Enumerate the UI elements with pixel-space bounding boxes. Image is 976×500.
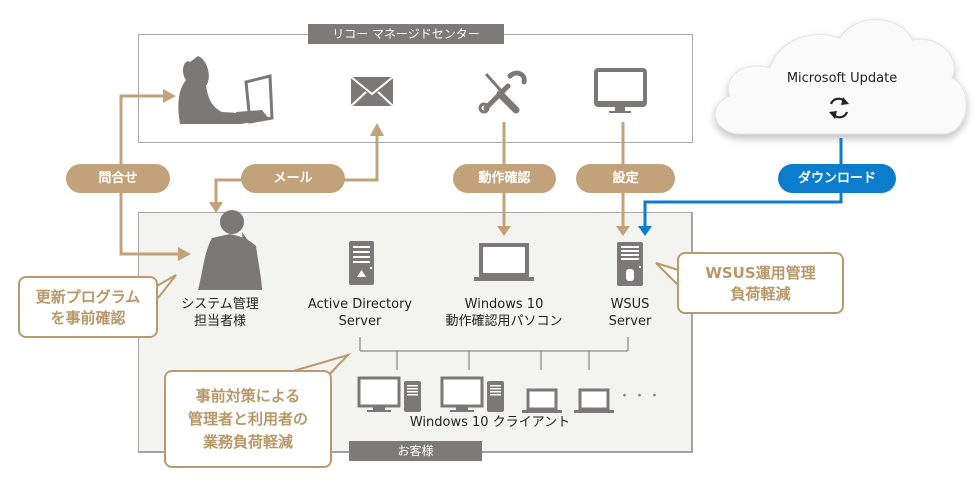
reduce-callout-line1: 事前対策による	[195, 387, 301, 405]
download-arrow-head	[638, 226, 652, 236]
wsus-callout-line2: 負荷軽減	[730, 285, 791, 303]
wsus-label: WSUS Server	[590, 296, 670, 330]
operator-icon	[178, 56, 274, 124]
reduce-callout-line3: 業務負荷軽減	[202, 433, 293, 451]
client-desktop-icon-2	[440, 376, 504, 412]
mail-pill: メール	[241, 164, 345, 193]
precheck-callout-line2: を事前確認	[50, 309, 126, 327]
reduce-callout-line2: 管理者と利用者の	[187, 410, 308, 428]
cloud-title: Microsoft Update	[786, 71, 898, 86]
testpc-label: Windows 10 動作確認用パソコン	[434, 296, 574, 330]
managed-center-title: リコー マネージドセンター	[308, 24, 504, 44]
monitor-icon-config	[594, 68, 647, 113]
verify-arrow-head	[497, 226, 511, 236]
client-laptop-icon-1	[522, 388, 562, 413]
verify-pill: 動作確認	[453, 164, 556, 193]
tools-icon	[478, 70, 527, 114]
testpc-label-line1: Windows 10	[464, 297, 544, 312]
reduce-callout: 事前対策による 管理者と利用者の 業務負荷軽減	[164, 370, 332, 468]
mail-icon	[350, 76, 394, 107]
mail-arrow-head-down	[209, 202, 223, 213]
wsus-callout: WSUS運用管理 負荷軽減	[677, 252, 844, 314]
ad-label: Active Directory Server	[290, 296, 430, 330]
network-bus	[359, 337, 629, 370]
customer-title: お客様	[349, 441, 482, 461]
download-pill: ダウンロード	[778, 164, 896, 193]
admin-label-line1: システム管理	[181, 297, 259, 312]
ad-label-line2: Server	[338, 314, 382, 329]
inquiry-pill: 問合せ	[66, 164, 170, 193]
managed-center-box	[138, 34, 693, 143]
wsus-callout-line1: WSUS運用管理	[705, 264, 816, 282]
ad-server-icon	[349, 241, 374, 285]
client-laptop-icon-2	[574, 388, 614, 413]
clients-more: ・・・	[618, 389, 664, 404]
mail-arrow-head-up	[370, 123, 384, 136]
inquiry-arrow-head-bottom	[178, 247, 191, 261]
ad-label-line1: Active Directory	[307, 297, 413, 312]
wsus-callout-tail	[655, 262, 679, 286]
laptop-icon-testpc	[474, 243, 534, 281]
admin-label: システム管理 担当者様	[170, 296, 270, 330]
wsus-server-icon	[617, 242, 643, 286]
client-desktop-icon-1	[357, 376, 421, 412]
refresh-arrow-head-2	[829, 111, 837, 119]
admin-icon	[198, 210, 262, 290]
precheck-callout-line1: 更新プログラム	[35, 288, 141, 306]
refresh-arrow-head-1	[841, 97, 849, 105]
wsus-label-line2: Server	[608, 314, 652, 329]
cloud-shape	[714, 19, 967, 135]
config-arrow-head	[616, 226, 630, 236]
clients-label: Windows 10 クライアント	[409, 415, 571, 430]
precheck-callout: 更新プログラム を事前確認	[18, 276, 158, 338]
wsus-label-line1: WSUS	[610, 297, 650, 312]
testpc-label-line2: 動作確認用パソコン	[445, 314, 563, 329]
admin-label-line2: 担当者様	[193, 314, 246, 329]
config-pill: 設定	[576, 164, 675, 193]
inquiry-arrow-head-top	[163, 89, 176, 103]
